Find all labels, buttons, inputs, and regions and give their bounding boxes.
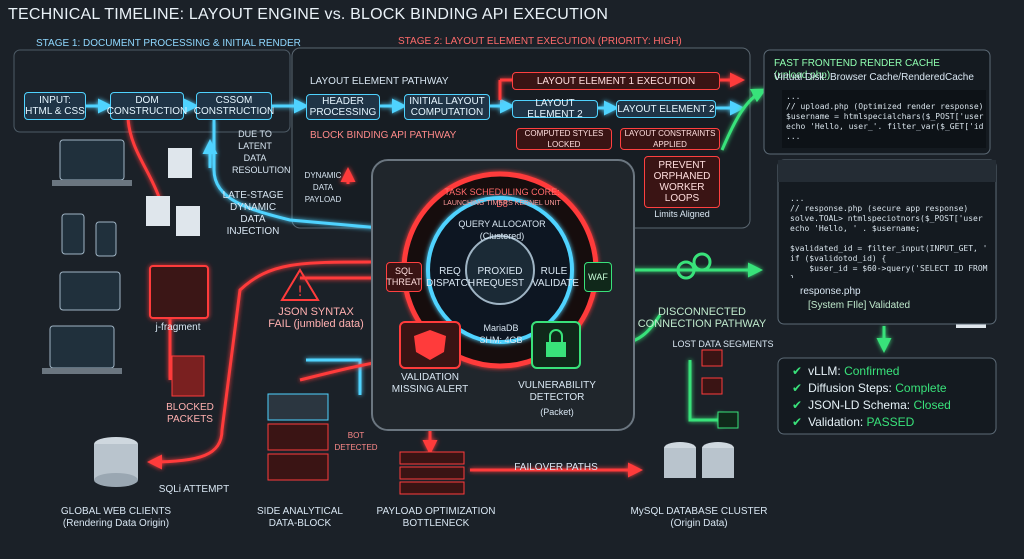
check-icon: ✔ [792,398,803,412]
shield-icon [399,321,461,369]
proxied-request-label: PROXIED REQUEST [475,266,525,289]
document-icon [146,148,200,236]
check-icon: ✔ [792,364,803,378]
core-center [465,235,535,305]
bot-detected-label: BOT DETECTED [334,431,378,452]
cache-code: ... // upload.php (Optimized render resp… [786,92,984,141]
waf-box: WAF [584,262,612,292]
late-stage-label: LATE-STAGE DYNAMIC DATA INJECTION [222,190,284,237]
blocked-packets-label: BLOCKED PACKETS [166,402,214,425]
warning-icon: ! [280,268,320,301]
prevent-box: PREVENT ORPHANED WORKER LOOPS [644,156,720,208]
latent-label: DUE TO LATENT DATA RESOLUTION [232,129,291,175]
svg-text:!: ! [297,284,303,300]
ring-subtitle: LAUNCHING TIMERS KERNEL UNIT [443,200,561,207]
stage2-label: STAGE 2: LAYOUT ELEMENT EXECUTION (PRIOR… [398,36,682,47]
layout-el1-box: LAYOUT ELEMENT 1 EXECUTION [512,72,720,90]
cache-subtitle: Virtual Disk: Browser Cache/RenderedCach… [774,72,974,83]
failover-label: FAILOVER PATHS [514,462,598,473]
input-box: INPUT: HTML & CSS [24,92,86,120]
layout-pathway-label: LAYOUT ELEMENT PATHWAY [310,76,449,87]
flow-to-cache [720,88,767,151]
status-panel [777,357,997,435]
editor-validated: [System FIle] Validated [808,300,911,311]
sql-threat-box: SQL THREAT [386,262,422,292]
layout-el2b-box: LAYOUT ELEMENT 2 [616,100,716,118]
check-jsonld: ✔JSON-LD Schema: Closed [792,398,951,412]
blocked-packets-icon [171,355,205,397]
dynamic-payload-label: DYNAMIC DATA PAYLOAD [304,171,342,204]
stage1-frame [13,49,291,133]
editor-code: ... // response.php (secure app response… [790,194,988,278]
flow-lost [688,360,733,428]
check-vllm: ✔vLLM: Confirmed [792,364,900,378]
monitor-icon [59,271,121,311]
ring-title: TASK SCHEDULING CORE: D8 [444,187,560,209]
flow-sqli [147,260,373,470]
computed-styles-box: COMPUTED STYLES LOCKED [516,128,612,150]
server-stack-icon [267,393,329,481]
laptop-icon [52,139,132,186]
clients-label: GLOBAL WEB CLIENTS (Rendering Data Origi… [60,506,172,529]
editor-toolbar [778,160,996,182]
validation-missing-label: VALIDATION MISSING ALERT [391,372,469,395]
stage1-label: STAGE 1: DOCUMENT PROCESSING & INITIAL R… [36,38,301,49]
editor-file: response.php [800,286,861,297]
fragment-icon [149,265,209,319]
dom-box: DOM CONSTRUCTION [107,92,187,120]
laptop-icon-2 [42,325,122,374]
rule-validate-label: RULE VALIDATE [532,266,579,289]
header-box: HEADER PROCESSING [306,94,380,120]
layout-el2a-box: LAYOUT ELEMENT 2 [512,98,598,120]
flow-side-cyan [306,358,362,395]
packet-label: (Packet) [540,407,574,417]
database-icon [94,437,138,487]
side-block-label: SIDE ANALYTICAL DATA-BLOCK [257,506,343,529]
limits-label: Limits Aligned [654,209,710,219]
block-pathway-label: BLOCK BINDING API PATHWAY [310,130,457,141]
flow-dom-down [126,117,162,201]
check-validation: ✔Validation: PASSED [792,415,915,429]
mariadb-label: MariaDB SHM: 4GB [479,323,523,345]
lost-segment-icon [701,349,739,429]
vuln-detector-label: VULNERABILITY DETECTOR [518,380,596,403]
mysql-label: MySQL DATABASE CLUSTER (Origin Data) [630,506,768,529]
check-icon: ✔ [792,381,803,395]
fragment-label: j-fragment [155,322,201,333]
initial-layout-box: INITIAL LAYOUT COMPUTATION [404,94,490,120]
server-rack-icon [399,451,465,495]
sqli-label: SQLi ATTEMPT [158,484,230,495]
lock-icon [531,321,581,369]
json-fail-label: JSON SYNTAX FAIL (jumbled data) [268,306,364,330]
allocator-label: QUERY ALLOCATOR (Clustered) [458,219,546,241]
phone-icon [61,213,117,257]
cssom-box: CSSOM CONSTRUCTION [194,92,274,120]
payload-opt-label: PAYLOAD OPTIMIZATION BOTTLENECK [376,506,496,529]
constraints-box: LAYOUT CONSTRAINTS APPLIED [620,128,720,150]
page-title: TECHNICAL TIMELINE: LAYOUT ENGINE vs. BL… [8,6,609,23]
check-icon: ✔ [792,415,803,429]
flow-late-injection [212,120,381,230]
disconnected-label: DISCONNECTED CONNECTION PATHWAY [637,306,767,330]
check-diffusion: ✔Diffusion Steps: Complete [792,381,947,395]
broken-link-icon [676,252,712,280]
mysql-icon [664,442,734,478]
cache-code-bg [782,90,986,148]
req-dispatch-label: REQ DISPATCH [426,266,476,289]
cache-title: FAST FRONTEND RENDER CACHE (upload.php) [774,58,940,81]
lost-segments-label: LOST DATA SEGMENTS [672,339,774,349]
